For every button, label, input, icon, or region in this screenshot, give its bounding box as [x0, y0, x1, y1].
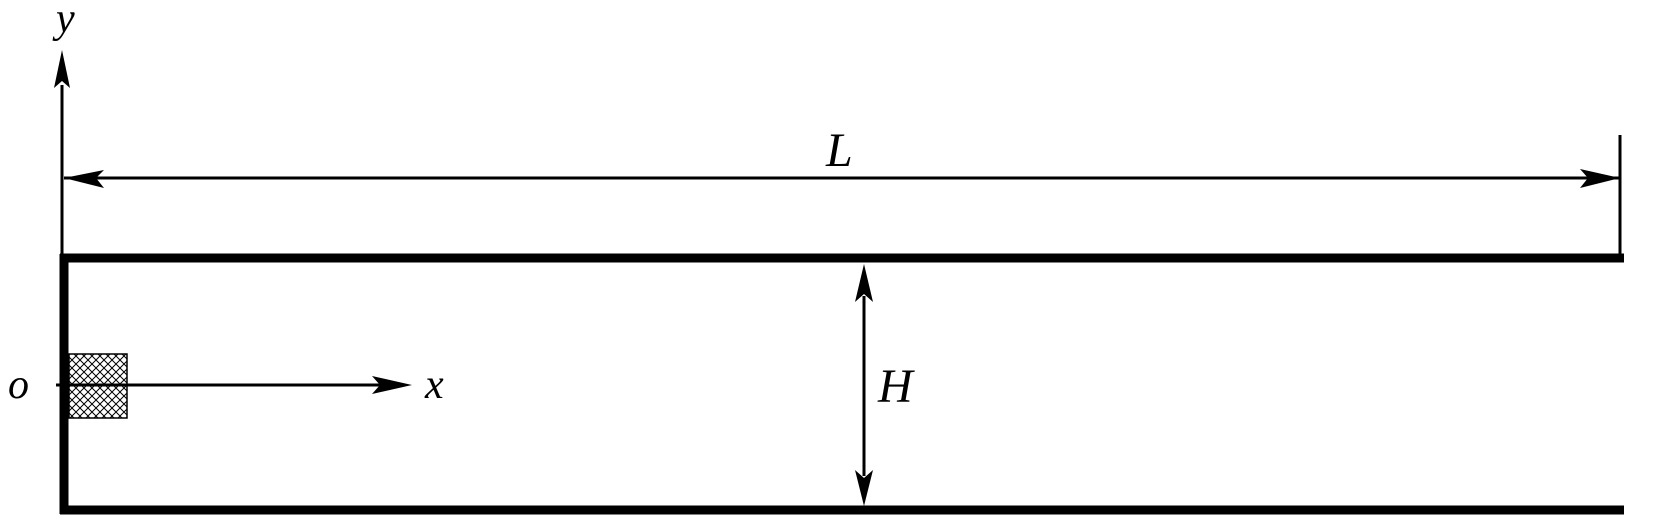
y-axis-arrowhead [54, 50, 70, 88]
length-arrowhead-right [1580, 169, 1620, 188]
length-arrowhead-left [64, 170, 104, 188]
height-label: H [877, 360, 915, 413]
origin-label: o [8, 362, 29, 408]
y-axis-label: y [52, 0, 75, 42]
x-axis-label: x [424, 362, 444, 408]
height-arrowhead-top [855, 264, 873, 302]
x-axis-arrowhead [372, 376, 412, 394]
length-label: L [825, 124, 853, 177]
height-arrowhead-bottom [855, 470, 873, 506]
